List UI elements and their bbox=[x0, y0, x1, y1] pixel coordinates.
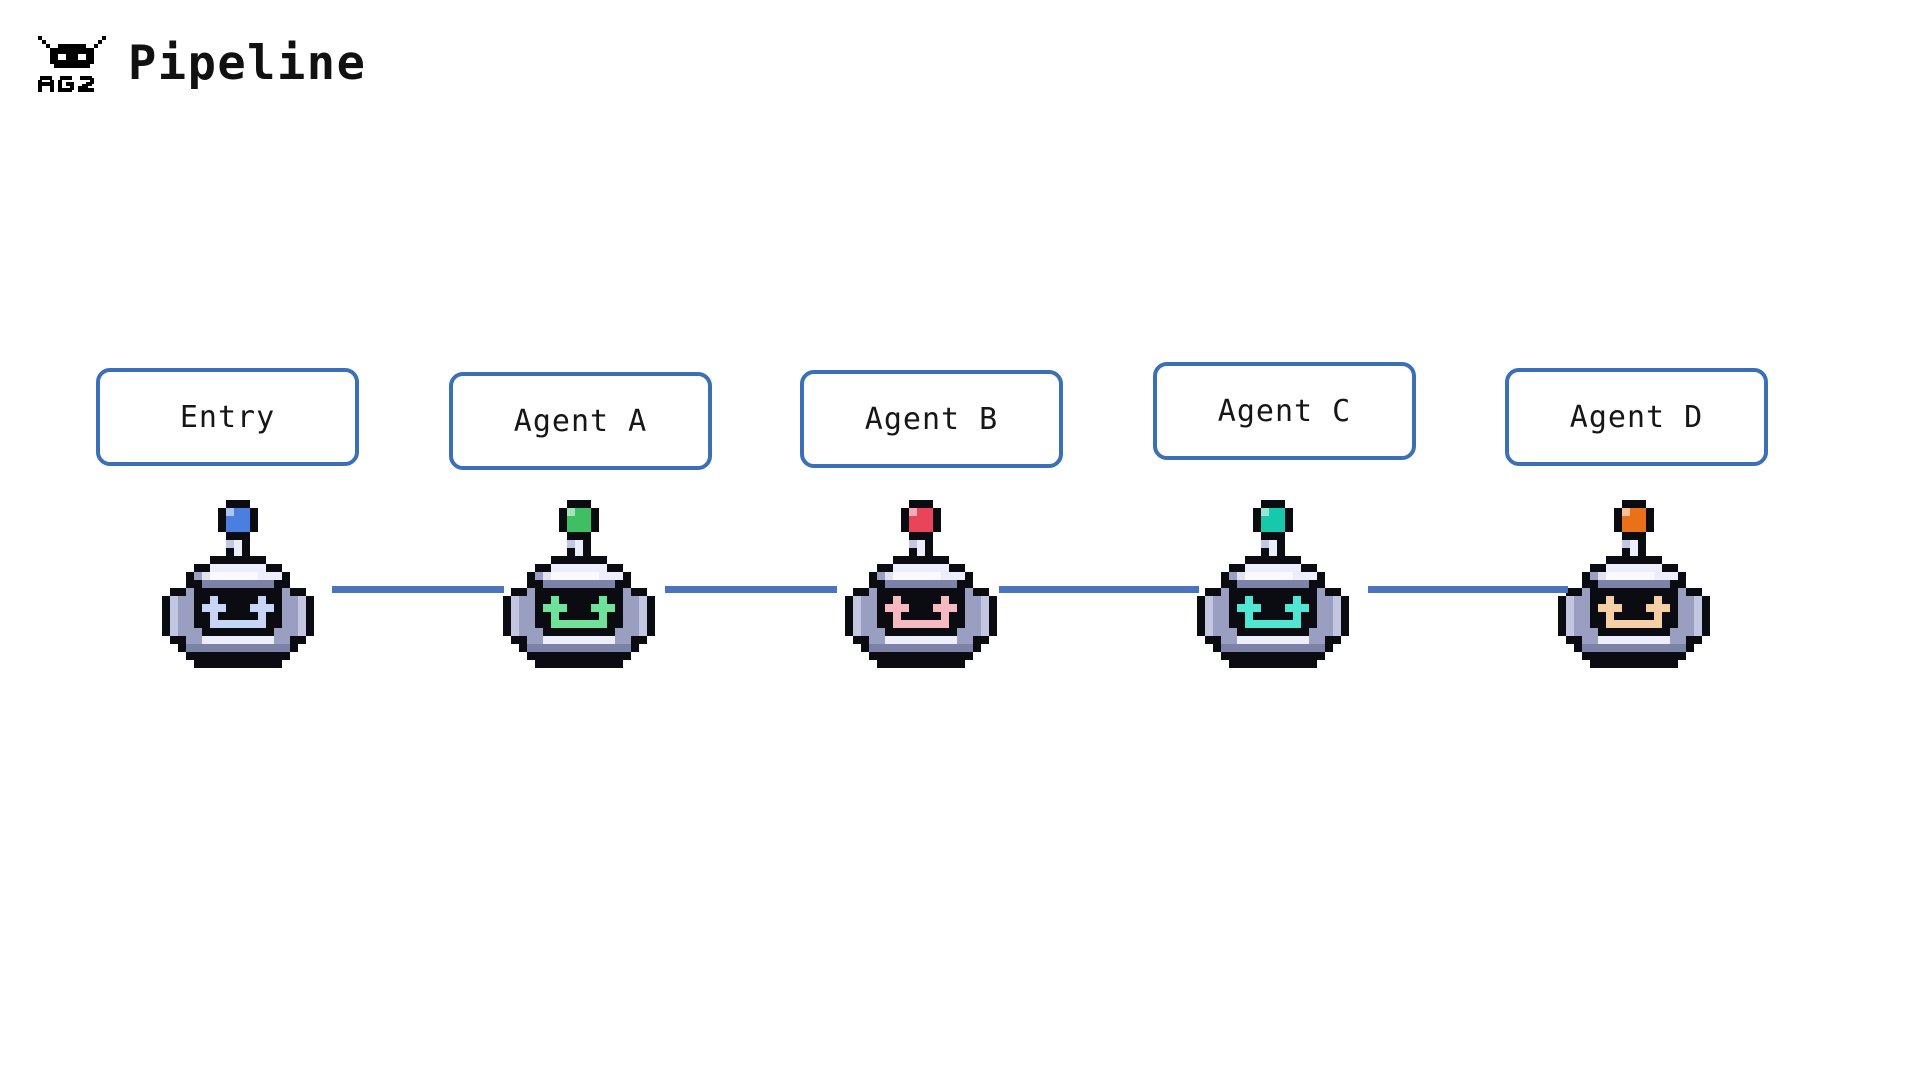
node-label-entry[interactable]: Entry bbox=[96, 368, 359, 466]
page-header: Pipeline bbox=[34, 30, 366, 96]
node-label-agent-c[interactable]: Agent C bbox=[1153, 362, 1416, 460]
connector-agent-b-to-agent-c bbox=[999, 586, 1199, 593]
pipeline-node-agent-a[interactable]: Agent A bbox=[449, 372, 712, 676]
pipeline-node-agent-d[interactable]: Agent D bbox=[1505, 368, 1768, 676]
node-label-agent-b[interactable]: Agent B bbox=[800, 370, 1063, 468]
robot-avatar-red-icon bbox=[837, 500, 1013, 676]
pipeline-node-agent-c[interactable]: Agent C bbox=[1153, 362, 1416, 676]
connector-entry-to-agent-a bbox=[332, 586, 504, 593]
node-label-agent-d[interactable]: Agent D bbox=[1505, 368, 1768, 466]
page-title: Pipeline bbox=[128, 35, 367, 91]
robot-avatar-blue-icon bbox=[154, 500, 330, 676]
connector-agent-c-to-agent-d bbox=[1368, 586, 1568, 593]
pipeline-node-agent-b[interactable]: Agent B bbox=[800, 370, 1063, 676]
robot-avatar-orange-icon bbox=[1550, 500, 1726, 676]
connector-agent-a-to-agent-b bbox=[665, 586, 837, 593]
node-label-agent-a[interactable]: Agent A bbox=[449, 372, 712, 470]
robot-avatar-teal-icon bbox=[1189, 500, 1365, 676]
ag2-robot-logo-icon bbox=[34, 30, 110, 96]
robot-avatar-green-icon bbox=[495, 500, 671, 676]
pipeline-node-entry[interactable]: Entry bbox=[96, 368, 359, 676]
